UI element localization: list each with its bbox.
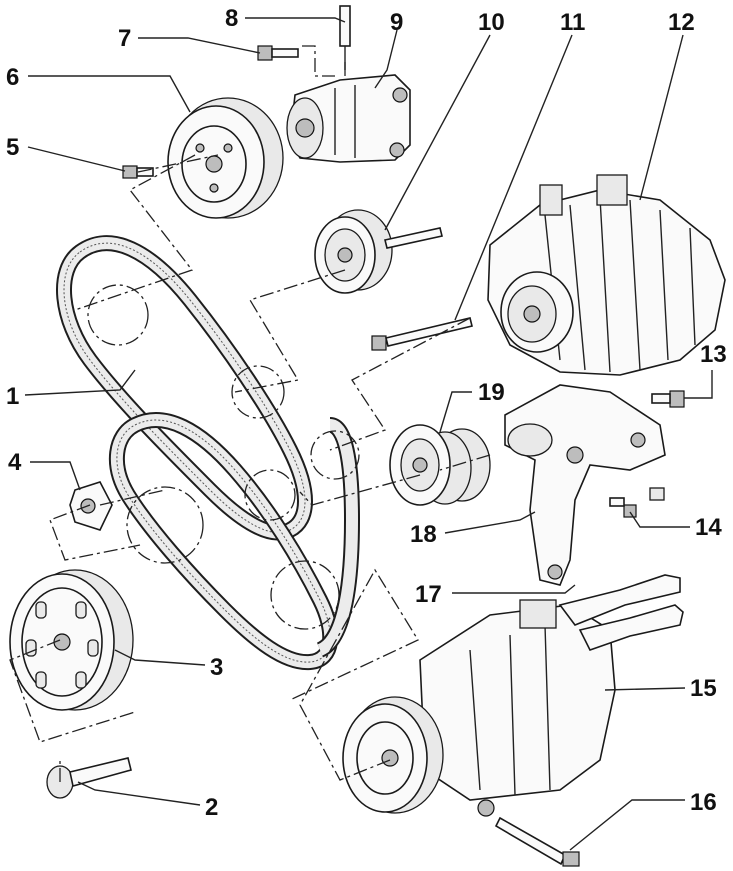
callout-2: 2 — [205, 794, 218, 821]
belt-1-poly-v-belt — [56, 235, 313, 541]
part-16-bolt — [494, 816, 580, 867]
part-3-crankshaft-pulley — [9, 569, 134, 711]
callout-13: 13 — [700, 341, 727, 368]
callout-labels: 1 2 3 4 5 6 7 8 9 10 11 12 13 14 15 16 1… — [6, 5, 727, 821]
callout-10: 10 — [478, 9, 505, 36]
part-6-power-steering-pulley — [167, 97, 284, 219]
part-14-bolt — [609, 487, 665, 518]
pulley-ghost-circles — [87, 284, 360, 630]
part-10-idler-pulley — [314, 209, 443, 294]
callout-12: 12 — [668, 9, 695, 36]
callout-7: 7 — [118, 25, 131, 52]
callout-14: 14 — [695, 514, 722, 541]
part-13-bolt — [651, 390, 685, 408]
callout-18: 18 — [410, 521, 437, 548]
leader-lines — [24, 17, 713, 851]
callout-3: 3 — [210, 654, 223, 681]
part-11-long-bolt — [371, 317, 473, 351]
callout-4: 4 — [8, 449, 22, 476]
part-15-ac-compressor — [342, 574, 684, 817]
belt-compressor-loop — [108, 412, 360, 671]
callout-19: 19 — [478, 379, 505, 406]
callout-15: 15 — [690, 675, 717, 702]
part-18-bracket — [504, 384, 666, 586]
callout-16: 16 — [690, 789, 717, 816]
assembly-lines — [9, 45, 491, 782]
part-19-tensioner-pulley — [389, 424, 491, 506]
callout-1: 1 — [6, 383, 19, 410]
part-7-bolt — [257, 45, 299, 61]
part-2-bolt — [46, 757, 132, 799]
callout-9: 9 — [390, 9, 403, 36]
part-8-pipe — [339, 5, 351, 70]
part-12-alternator — [487, 174, 726, 376]
callout-11: 11 — [560, 9, 585, 36]
part-4-plate — [69, 481, 113, 531]
part-9-power-steering-pump — [286, 74, 411, 163]
part-5-bolt — [122, 165, 154, 179]
callout-8: 8 — [225, 5, 238, 32]
callout-17: 17 — [415, 581, 442, 608]
callout-6: 6 — [6, 64, 19, 91]
callout-5: 5 — [6, 134, 19, 161]
